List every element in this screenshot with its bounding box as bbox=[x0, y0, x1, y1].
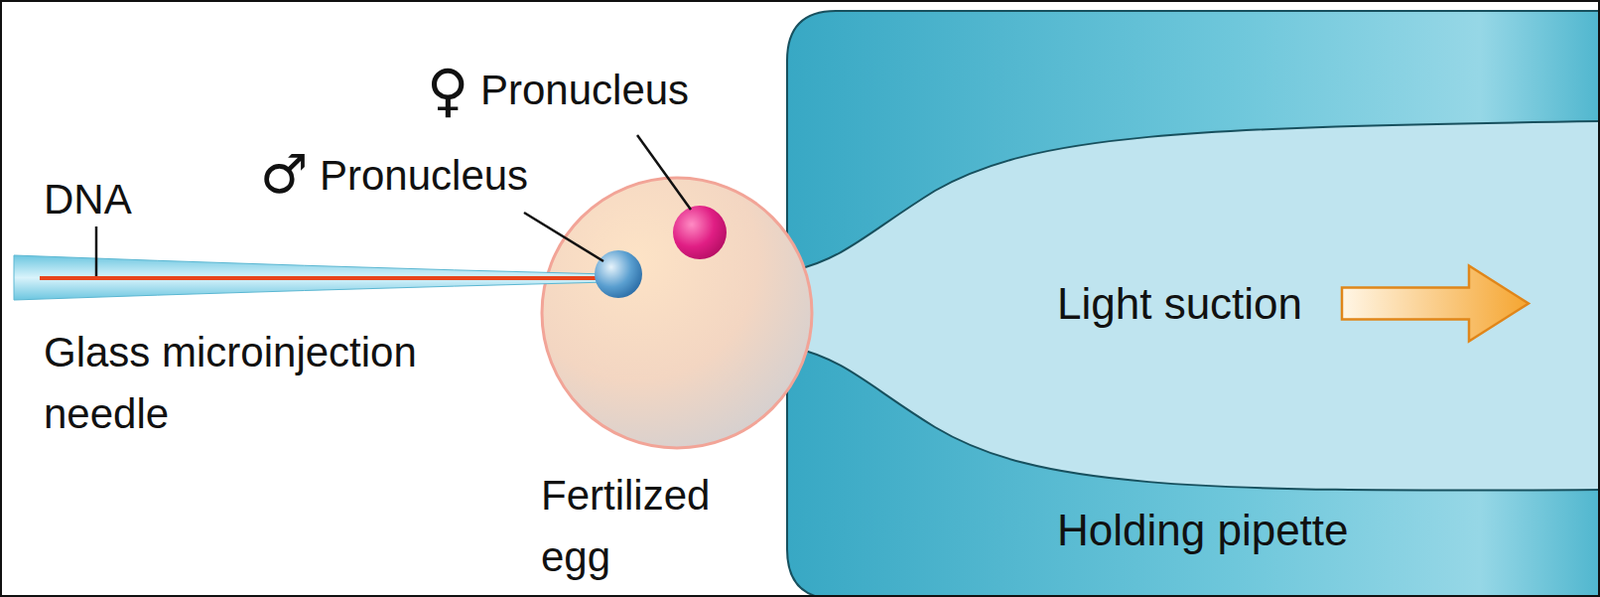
part-label: Pronucleus bbox=[480, 65, 689, 116]
microinjection-needle bbox=[13, 255, 608, 300]
female-symbol: ♀ bbox=[426, 59, 469, 124]
pipette-label: Light suction bbox=[1057, 275, 1355, 332]
female-pronucleus bbox=[672, 205, 727, 260]
egg-label: Fertilized egg bbox=[540, 464, 770, 588]
pipette-lumen bbox=[794, 121, 1600, 491]
leader-line bbox=[95, 226, 99, 276]
leader-line bbox=[524, 212, 604, 262]
male-pronucleus bbox=[594, 250, 643, 298]
part-label: DNA bbox=[43, 174, 133, 225]
leader-line bbox=[637, 134, 691, 210]
suction-arrow bbox=[1341, 266, 1529, 342]
holding-pipette: Light suctionHolding pipette bbox=[786, 9, 1600, 597]
male-symbol: ♂ bbox=[260, 142, 308, 208]
egg-cell bbox=[541, 177, 812, 448]
part-label: Glass microinjection needle bbox=[43, 321, 511, 445]
part-label: Pronucleus bbox=[319, 150, 529, 201]
fertilized-egg: Fertilized egg bbox=[539, 175, 814, 450]
egg-outline bbox=[539, 175, 814, 450]
pipette-label: Holding pipette bbox=[1057, 502, 1455, 558]
dna-strand bbox=[39, 275, 600, 280]
